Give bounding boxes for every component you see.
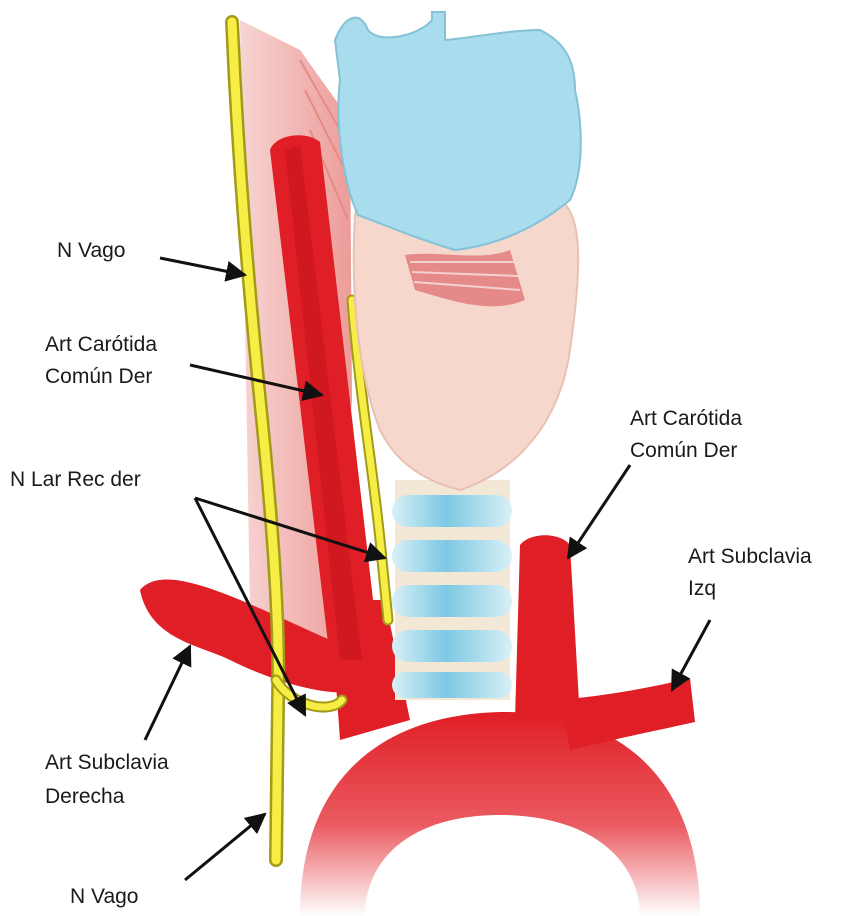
label-subclavia-der-line2: Derecha	[45, 780, 124, 813]
arrow-subclavia-der	[145, 646, 190, 740]
arrow-vago-bottom	[185, 814, 265, 880]
aortic-arch	[300, 712, 700, 916]
left-common-carotid-artery	[515, 535, 580, 720]
label-carotida-der-line1: Art Carótida	[45, 328, 157, 361]
label-subclavia-der-line1: Art Subclavia	[45, 746, 169, 779]
hyoid-epiglottis	[335, 12, 581, 250]
label-carotida-izq-line2: Común Der	[630, 434, 737, 467]
label-subclavia-izq-line1: Art Subclavia	[688, 540, 812, 573]
label-vago-top: N Vago	[57, 234, 126, 267]
arrow-carotida-izq	[568, 465, 630, 558]
label-carotida-der-line2: Común Der	[45, 360, 152, 393]
label-lar-rec: N Lar Rec der	[10, 463, 141, 496]
label-vago-bottom: N Vago	[70, 880, 139, 913]
arrow-subclavia-izq	[672, 620, 710, 690]
left-subclavian-artery	[560, 678, 695, 750]
label-carotida-izq-line1: Art Carótida	[630, 402, 742, 435]
label-subclavia-izq-line2: Izq	[688, 572, 716, 605]
arrow-vago-top	[160, 258, 245, 275]
trachea	[392, 480, 512, 700]
